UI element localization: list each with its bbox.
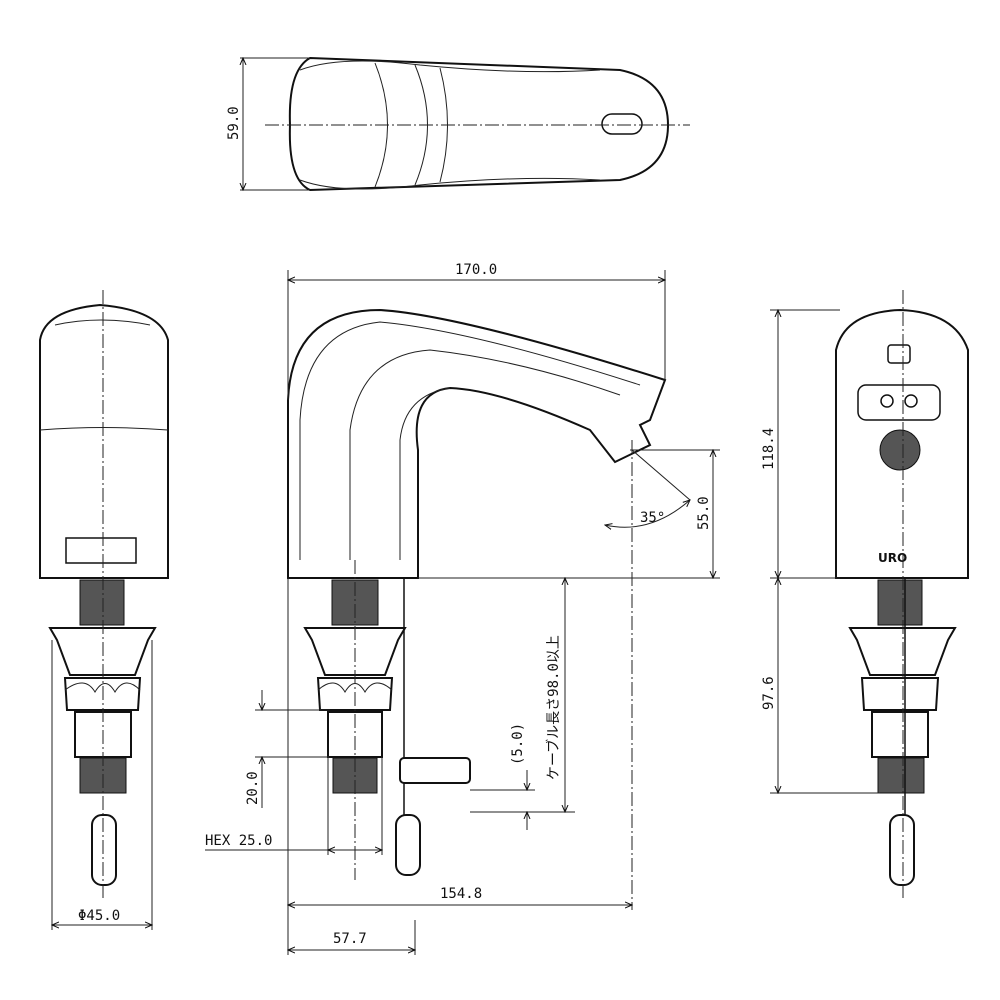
dim-height: 118.4 [761, 428, 777, 470]
dim-overall-length: 170.0 [455, 262, 497, 278]
dim-reach: 154.8 [440, 886, 482, 902]
dim-cable-length: ケーブル長さ98.0以上 [545, 635, 562, 780]
dim-angle: 35° [640, 510, 665, 526]
dim-cable-offset: (5.0) [510, 723, 526, 765]
dim-top-width: 59.0 [226, 106, 242, 140]
dim-base-diameter: Φ45.0 [78, 908, 120, 924]
top-view: 59.0 [226, 56, 690, 192]
dim-shank-offset: 57.7 [333, 931, 367, 947]
logo: URO [878, 551, 907, 565]
side-view-right: URO 118.4 97.6 [761, 290, 969, 900]
dim-below-counter: 97.6 [761, 676, 777, 710]
front-view: 170.0 55.0 35° ケーブル長さ98.0以上 (5.0) 20.0 H… [205, 262, 720, 955]
dim-hex: HEX 25.0 [205, 833, 272, 849]
dim-spout-height: 55.0 [696, 496, 712, 530]
aerator-icon [879, 429, 921, 471]
dim-thread-length: 20.0 [245, 771, 261, 805]
sensor-window-icon [601, 113, 643, 135]
side-view-left: Φ45.0 [39, 290, 169, 930]
